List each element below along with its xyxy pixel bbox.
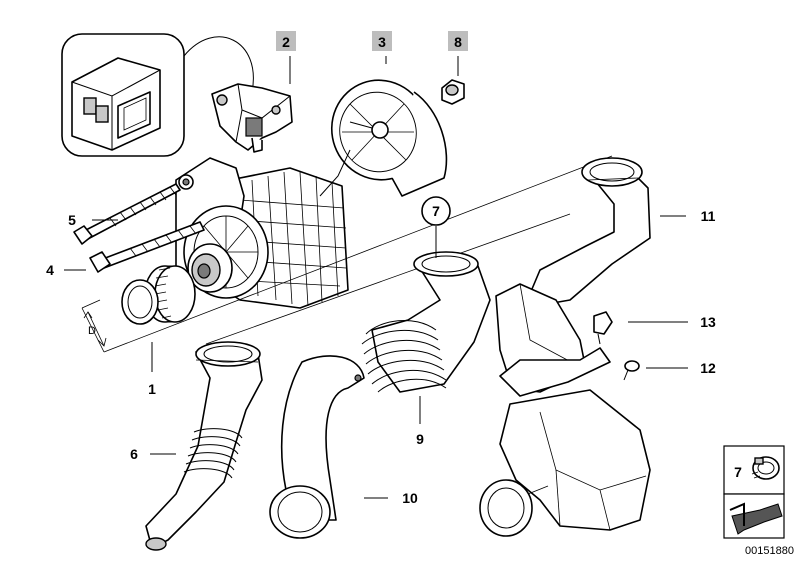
- part-labels: 2 3 8 5 4 1 6 9 10 11 13 12 7: [46, 31, 716, 506]
- label-3: 3: [378, 34, 386, 50]
- alternator-cover: [330, 79, 448, 197]
- alternator: [175, 149, 351, 309]
- intake-pipe-11: [479, 157, 651, 537]
- label-8: 8: [454, 34, 462, 50]
- label-1: 1: [148, 381, 156, 397]
- bellows-hose-9: [361, 251, 491, 393]
- long-bolt-lower: [89, 221, 205, 273]
- hose-10: [269, 355, 365, 539]
- label-9: 9: [416, 431, 424, 447]
- voltage-regulator: [211, 83, 293, 153]
- ribbed-pulley: [121, 265, 196, 325]
- legend-box: 7: [723, 445, 785, 539]
- callout-7-circle: [421, 196, 451, 226]
- screw-12: [623, 360, 640, 381]
- arrow-icon: [729, 502, 783, 535]
- label-5: 5: [68, 212, 76, 228]
- long-bolt-upper: [73, 183, 181, 245]
- callout-7: 7: [432, 203, 440, 219]
- connector-inset: [61, 33, 254, 157]
- hose-clamp-icon: [751, 456, 780, 480]
- label-6: 6: [130, 446, 138, 462]
- nut: [441, 79, 465, 105]
- label-4: 4: [46, 262, 54, 278]
- guide-line-lower: [103, 155, 613, 353]
- corrugated-hose-6: [145, 341, 263, 551]
- guide-line-middle: [205, 213, 571, 345]
- label-13: 13: [700, 314, 716, 330]
- label-11: 11: [701, 208, 716, 224]
- leader-lines: [64, 56, 688, 499]
- label-8-background: [448, 31, 468, 51]
- label-10: 10: [402, 490, 418, 506]
- legend-label-7: 7: [734, 464, 742, 480]
- label-2-background: [276, 31, 296, 51]
- clip-13: [593, 311, 613, 345]
- dimension-d-label: D: [88, 325, 96, 337]
- label-2: 2: [282, 34, 290, 50]
- image-id: 00151880: [745, 545, 794, 557]
- dimension-d: D: [81, 299, 107, 353]
- label-3-background: [372, 31, 392, 51]
- label-12: 12: [700, 360, 716, 376]
